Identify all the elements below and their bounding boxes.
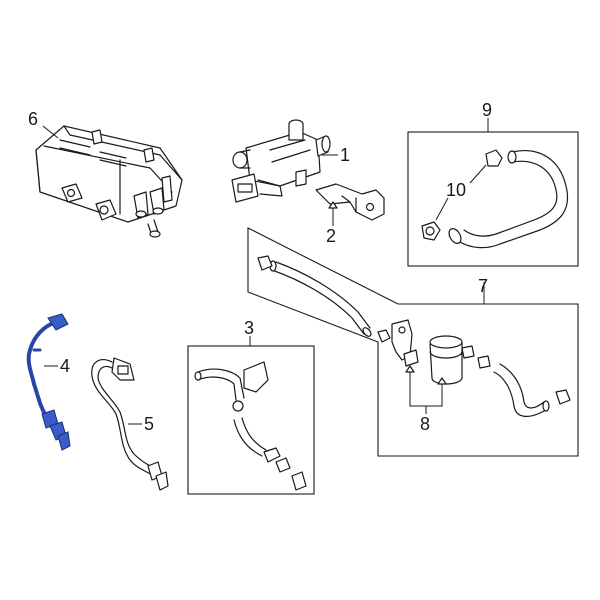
callout-1: 1 bbox=[340, 145, 350, 165]
callout-8: 8 bbox=[420, 414, 430, 434]
part-8-filter[interactable] bbox=[391, 319, 491, 385]
arrow-8a bbox=[405, 365, 415, 373]
part-4-oxygen-sensor[interactable] bbox=[26, 313, 71, 451]
part-1-purge-valve[interactable] bbox=[231, 119, 331, 203]
part-6-charcoal-canister[interactable] bbox=[35, 125, 183, 238]
part-7-outlet-hose[interactable] bbox=[493, 363, 571, 417]
frame-9 bbox=[407, 131, 579, 267]
callout-4: 4 bbox=[60, 356, 70, 376]
leader-10b bbox=[435, 197, 449, 221]
callout-2: 2 bbox=[326, 226, 336, 246]
leader-6 bbox=[42, 125, 59, 139]
callout-10: 10 bbox=[446, 180, 466, 200]
part-7-hose[interactable] bbox=[257, 255, 391, 343]
callout-9: 9 bbox=[482, 100, 492, 120]
leader-10a bbox=[469, 164, 487, 184]
callout-7: 7 bbox=[478, 276, 488, 296]
arrow-8b bbox=[437, 377, 447, 385]
part-3-vapor-line[interactable] bbox=[194, 361, 307, 491]
part-9-hose[interactable] bbox=[447, 150, 569, 249]
callout-5: 5 bbox=[144, 414, 154, 434]
part-5-oxygen-sensor[interactable] bbox=[91, 357, 169, 491]
arrow-2 bbox=[328, 201, 338, 209]
part-2-bracket[interactable] bbox=[315, 183, 385, 221]
callout-6: 6 bbox=[28, 109, 38, 129]
part-10-clamp[interactable] bbox=[421, 149, 503, 241]
frame-3 bbox=[187, 345, 315, 495]
frame-7 bbox=[247, 227, 579, 457]
callout-3: 3 bbox=[244, 318, 254, 338]
